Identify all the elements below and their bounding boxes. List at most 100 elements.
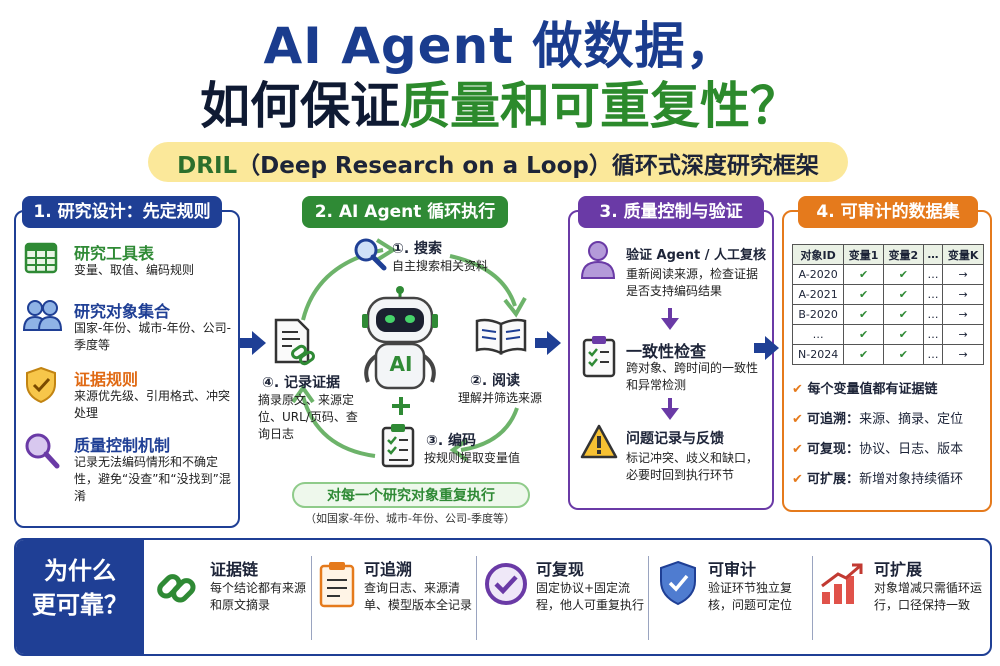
table-cell: → bbox=[942, 304, 984, 325]
open-book-icon bbox=[475, 318, 527, 355]
step3-title: ③. 编码 bbox=[426, 433, 477, 449]
title-line-2: 如何保证质量和可重复性？ bbox=[0, 66, 1000, 138]
table-cell: … bbox=[922, 324, 944, 345]
table-cell: ✔ bbox=[882, 304, 924, 325]
title-line-1: AI Agent 做数据， bbox=[263, 17, 737, 75]
flow-arrow-shaft-1 bbox=[240, 338, 254, 348]
robot-icon bbox=[362, 286, 438, 390]
p4-bullet-3: ✔ 可复现：协议、日志、版本 bbox=[792, 438, 963, 457]
table-header: … bbox=[922, 244, 944, 265]
table-cell: … bbox=[922, 284, 944, 305]
subtitle: DRIL（Deep Research on a Loop）循环式深度研究框架 bbox=[148, 146, 848, 180]
p3-item2-desc: 跨对象、跨时间的一致性和异常检测 bbox=[626, 361, 759, 392]
p4-bullet-2-label: 可追溯： bbox=[807, 412, 860, 427]
step2-desc: 理解并筛选来源 bbox=[458, 391, 543, 405]
table-cell: ✔ bbox=[843, 284, 884, 305]
checklist-icon bbox=[582, 336, 616, 378]
clipboard-checklist-icon bbox=[381, 424, 415, 468]
p1-item4-desc: 记录无法编码情形和不确定性，避免“没查”和“没找到”混淆 bbox=[74, 455, 231, 503]
panel2-badge: 2. AI Agent 循环执行 bbox=[302, 196, 508, 228]
flow-arrow-shaft-3 bbox=[754, 343, 766, 353]
table-cell: A-2021 bbox=[791, 284, 845, 305]
table-row: A-2021 ✔ ✔ … → bbox=[791, 284, 984, 305]
p4-bullet-2: ✔ 可追溯：来源、摘录、定位 bbox=[792, 408, 963, 427]
subtitle-banner bbox=[148, 142, 848, 182]
p4-bullet-4-text: 新增对象持续循环 bbox=[859, 472, 964, 487]
why-line-2: 更可靠？ bbox=[32, 591, 128, 619]
p1-item2-title: 研究对象集合 bbox=[74, 302, 171, 321]
title-part-b: 质量和 bbox=[400, 77, 550, 135]
shield-icon bbox=[660, 560, 696, 606]
table-cell: ✔ bbox=[882, 324, 924, 345]
why-reliable-label: 为什么 更可靠？ bbox=[16, 540, 144, 654]
p1-item1-desc: 变量、取值、编码规则 bbox=[74, 263, 195, 277]
check-circle-bullet-icon: ✔ bbox=[792, 412, 803, 427]
step1-title: ①. 搜索 bbox=[392, 241, 443, 257]
down-arrow-icon-2 bbox=[661, 398, 679, 420]
reason-2-desc: 查询日志、来源清单、模型版本全记录 bbox=[364, 581, 473, 612]
reason-1-desc: 每个结论都有来源和原文摘录 bbox=[210, 581, 307, 612]
table-cell: … bbox=[922, 304, 944, 325]
p1-item2-desc: 国家-年份、城市-年份、公司-季度等 bbox=[74, 321, 231, 352]
repeat-label: 对每一个研究对象重复执行 bbox=[327, 488, 495, 504]
table-cell: ✔ bbox=[843, 304, 884, 325]
repeat-pill bbox=[292, 482, 530, 508]
flow-arrow-head-2 bbox=[547, 331, 561, 355]
table-cell: … bbox=[922, 264, 944, 285]
table-header: 变量K bbox=[942, 244, 984, 265]
p4-bullet-3-text: 协议、日志、版本 bbox=[859, 442, 964, 457]
p3-item3-desc: 标记冲突、歧义和缺口，必要时回到执行环节 bbox=[626, 451, 759, 482]
title-part-c: 可重复性？ bbox=[550, 77, 800, 135]
reason-5-desc: 对象增减只需循环运行，口径保持一致 bbox=[874, 581, 983, 612]
step2-title: ②. 阅读 bbox=[470, 373, 521, 389]
p4-bullet-4: ✔ 可扩展：新增对象持续循环 bbox=[792, 468, 963, 487]
step1-desc: 自主搜索相关资料 bbox=[392, 259, 489, 273]
panel3-badge: 3. 质量控制与验证 bbox=[578, 196, 764, 228]
robot-label: AI bbox=[389, 352, 413, 376]
divider bbox=[476, 556, 477, 640]
magnifier-icon bbox=[25, 433, 60, 469]
p1-item1-title: 研究工具表 bbox=[74, 244, 155, 263]
p4-bullet-1: ✔ 每个变量值都有证据链 bbox=[792, 378, 937, 397]
check-circle-bullet-icon: ✔ bbox=[792, 382, 803, 397]
table-row: A-2020 ✔ ✔ … → bbox=[791, 264, 984, 285]
document-link-icon bbox=[274, 318, 315, 366]
p1-item3-title: 证据规则 bbox=[74, 370, 139, 389]
p4-bullet-3-label: 可复现： bbox=[807, 442, 860, 457]
table-header-row: 对象ID 变量1 变量2 … 变量K bbox=[791, 244, 984, 265]
table-cell: … bbox=[791, 324, 845, 345]
panel4-badge: 4. 可审计的数据集 bbox=[798, 196, 978, 228]
table-cell: ✔ bbox=[843, 344, 884, 365]
reason-5-title: 可扩展 bbox=[874, 560, 923, 579]
table-cell: → bbox=[942, 284, 984, 305]
p1-item3-desc: 来源优先级、引用格式、冲突处理 bbox=[74, 389, 231, 420]
p3-item1-title: 验证 Agent / 人工复核 bbox=[626, 248, 766, 263]
subtitle-acronym: DRIL bbox=[177, 153, 238, 179]
step4-title: ④. 记录证据 bbox=[262, 375, 341, 391]
p4-bullet-2-text: 来源、摘录、定位 bbox=[859, 412, 964, 427]
p3-item3-title: 问题记录与反馈 bbox=[626, 431, 724, 447]
table-header: 对象ID bbox=[791, 244, 845, 265]
flow-arrow-head-1 bbox=[252, 331, 266, 355]
people-icon bbox=[22, 300, 62, 331]
reason-1-title: 证据链 bbox=[210, 560, 259, 579]
table-cell: A-2020 bbox=[791, 264, 845, 285]
reason-3-title: 可复现 bbox=[536, 560, 585, 579]
check-circle-bullet-icon: ✔ bbox=[792, 472, 803, 487]
table-row: … ✔ ✔ … → bbox=[791, 324, 984, 345]
table-cell: B-2020 bbox=[791, 304, 845, 325]
growth-chart-icon bbox=[821, 563, 863, 604]
step3-desc: 按规则提取变量值 bbox=[424, 451, 521, 465]
warning-icon bbox=[580, 424, 618, 459]
person-icon bbox=[580, 241, 616, 279]
p3-item2-title: 一致性检查 bbox=[626, 342, 707, 361]
table-cell: → bbox=[942, 324, 984, 345]
table-header: 变量2 bbox=[882, 244, 924, 265]
table-cell: → bbox=[942, 264, 984, 285]
reason-4-desc: 验证环节独立复核，问题可定位 bbox=[708, 581, 793, 612]
table-cell: ✔ bbox=[882, 264, 924, 285]
reason-3-desc: 固定协议+固定流程，他人可重复执行 bbox=[536, 581, 645, 612]
check-circle-bullet-icon: ✔ bbox=[792, 442, 803, 457]
dataset-table: 对象ID 变量1 变量2 … 变量K A-2020 ✔ ✔ … → A-2021… bbox=[791, 244, 984, 365]
subtitle-text: （Deep Research on a Loop）循环式深度研究框架 bbox=[237, 153, 819, 179]
